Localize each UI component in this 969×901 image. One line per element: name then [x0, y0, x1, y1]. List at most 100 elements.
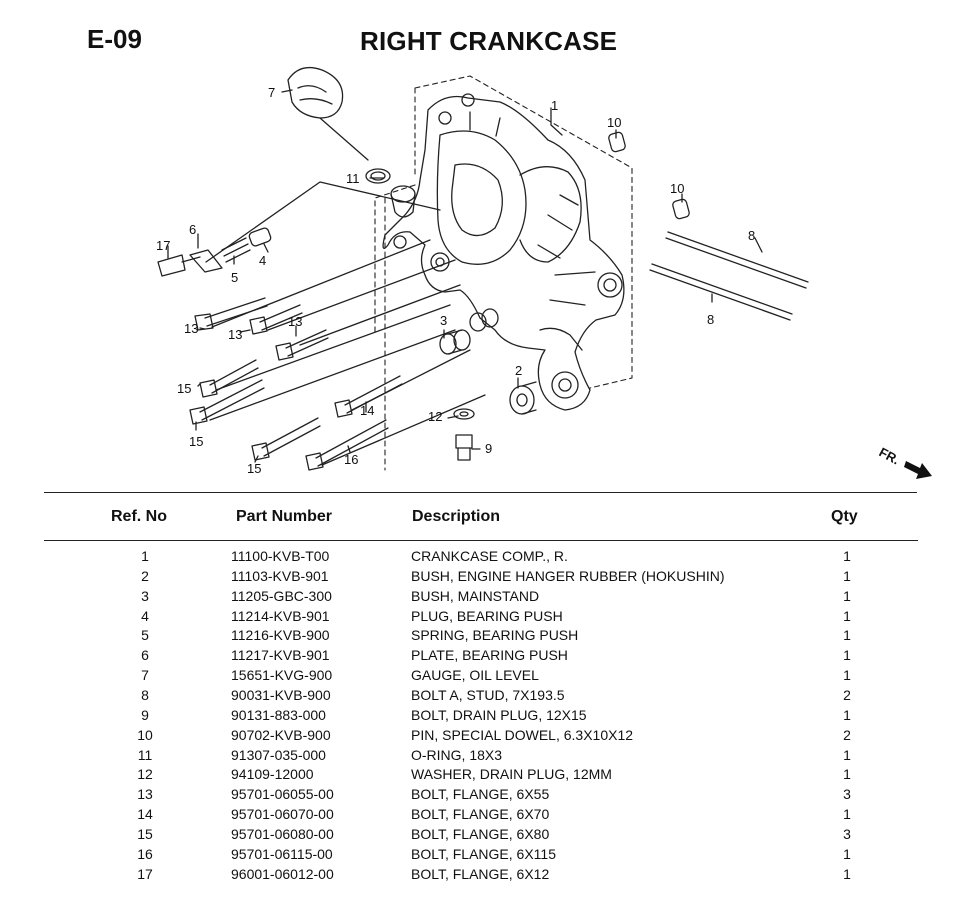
row-description: BUSH, MAINSTAND: [411, 587, 540, 604]
row-qty: 1: [843, 706, 851, 723]
callout-17: 17: [156, 238, 170, 253]
row-description: PLUG, BEARING PUSH: [411, 607, 563, 624]
row-ref-no: 2: [141, 567, 149, 584]
row-qty: 1: [843, 587, 851, 604]
header-ref-no: Ref. No: [111, 508, 167, 525]
row-ref-no: 1: [141, 548, 149, 564]
row-qty: 1: [843, 647, 851, 664]
callout-12: 12: [428, 409, 442, 424]
table-row: 6 11217-KVB-901 PLATE, BEARING PUSH 1: [0, 647, 969, 667]
row-qty: 1: [843, 548, 851, 564]
callout-2: 2: [515, 363, 522, 378]
row-part-number: 11216-KVB-900: [231, 627, 330, 644]
exploded-parts-diagram: 1 2 3 4 5 6 7 8 8 9 10 10 11 12 13 13 13…: [156, 66, 932, 479]
callout-3: 3: [440, 313, 447, 328]
row-qty: 3: [843, 786, 851, 803]
callout-10b: 10: [670, 181, 684, 196]
row-qty: 1: [843, 567, 851, 584]
callout-10a: 10: [607, 115, 621, 130]
row-part-number: 90131-883-000: [231, 706, 326, 723]
callout-16: 16: [344, 452, 358, 467]
callout-13c: 13: [288, 314, 302, 329]
page-title: RIGHT CRANKCASE: [360, 26, 618, 56]
callout-15a: 15: [177, 381, 191, 396]
row-ref-no: 10: [137, 726, 153, 743]
front-direction-arrow-icon: FR.: [877, 444, 932, 479]
row-ref-no: 14: [137, 806, 153, 823]
header-description: Description: [412, 508, 501, 525]
row-ref-no: 13: [137, 786, 153, 803]
row-part-number: 91307-035-000: [231, 746, 326, 763]
callout-11: 11: [346, 171, 360, 186]
row-ref-no: 17: [137, 865, 153, 882]
row-part-number: 95701-06115-00: [231, 845, 333, 862]
row-part-number: 15651-KVG-900: [231, 667, 333, 684]
row-description: GAUGE, OIL LEVEL: [411, 667, 539, 684]
row-description: BOLT, FLANGE, 6X80: [411, 825, 550, 842]
row-ref-no: 8: [141, 686, 149, 703]
row-part-number: 90031-KVB-900: [231, 686, 331, 703]
callout-9: 9: [485, 441, 492, 456]
table-row: 2 11103-KVB-901 BUSH, ENGINE HANGER RUBBER…: [0, 568, 969, 588]
callout-4: 4: [259, 253, 266, 268]
row-qty: 1: [843, 766, 851, 783]
row-part-number: 11214-KVB-901: [231, 607, 330, 624]
table-header-rule: [44, 540, 918, 541]
row-part-number: 96001-06012-00: [231, 865, 334, 882]
row-description: PLATE, BEARING PUSH: [411, 647, 568, 664]
table-row: 4 11214-KVB-901 PLUG, BEARING PUSH 1: [0, 608, 969, 628]
row-qty: 1: [843, 607, 851, 624]
callout-15c: 15: [247, 461, 261, 476]
row-qty: 1: [843, 806, 851, 823]
row-part-number: 11217-KVB-901: [231, 647, 330, 664]
row-ref-no: 9: [141, 706, 149, 723]
row-part-number: 90702-KVB-900: [231, 726, 331, 743]
callout-8b: 8: [707, 312, 714, 327]
callout-15b: 15: [189, 434, 203, 449]
row-description: BOLT, FLANGE, 6X115: [411, 845, 556, 862]
row-part-number: 94109-12000: [231, 766, 314, 783]
row-qty: 1: [843, 746, 851, 763]
row-description: BOLT, DRAIN PLUG, 12X15: [411, 706, 587, 723]
row-description: BOLT, FLANGE, 6X70: [411, 806, 550, 823]
row-ref-no: 7: [141, 667, 149, 684]
row-ref-no: 16: [137, 845, 153, 862]
table-row: 11 91307-035-000 O-RING, 18X3 1: [0, 747, 969, 767]
row-ref-no: 5: [141, 627, 149, 644]
row-ref-no: 4: [141, 607, 149, 624]
table-top-rule: [44, 492, 917, 493]
row-ref-no: 11: [137, 746, 153, 763]
row-part-number: 95701-06055-00: [231, 786, 334, 803]
table-row: 17 96001-06012-00 BOLT, FLANGE, 6X12 1: [0, 866, 969, 886]
table-row: 7 15651-KVG-900 GAUGE, OIL LEVEL 1: [0, 667, 969, 687]
row-qty: 1: [843, 667, 851, 684]
front-direction-label: FR.: [877, 444, 903, 467]
row-description: BOLT, FLANGE, 6X12: [411, 865, 550, 882]
row-qty: 1: [843, 845, 851, 862]
table-row: 16 95701-06115-00 BOLT, FLANGE, 6X115 1: [0, 846, 969, 866]
row-description: BUSH, ENGINE HANGER RUBBER (HOKUSHIN): [411, 567, 725, 584]
row-part-number: 11103-KVB-901: [231, 567, 329, 584]
table-row: 1 11100-KVB-T00 CRANKCASE COMP., R. 1: [0, 548, 969, 568]
row-part-number: 11100-KVB-T00: [231, 548, 330, 564]
row-ref-no: 6: [141, 647, 149, 664]
row-qty: 3: [843, 825, 851, 842]
row-description: BOLT A, STUD, 7X193.5: [411, 686, 565, 703]
row-ref-no: 12: [137, 766, 153, 783]
row-part-number: 95701-06080-00: [231, 825, 334, 842]
row-qty: 2: [843, 726, 851, 743]
callout-6: 6: [189, 222, 196, 237]
row-qty: 1: [843, 627, 851, 644]
callout-7: 7: [268, 85, 275, 100]
callout-5: 5: [231, 270, 238, 285]
row-ref-no: 3: [141, 587, 149, 604]
row-qty: 1: [843, 865, 851, 882]
table-row: 9 90131-883-000 BOLT, DRAIN PLUG, 12X15 1: [0, 707, 969, 727]
row-description: CRANKCASE COMP., R.: [411, 548, 568, 564]
row-description: O-RING, 18X3: [411, 746, 503, 763]
row-qty: 2: [843, 686, 851, 703]
header-qty: Qty: [831, 508, 858, 525]
